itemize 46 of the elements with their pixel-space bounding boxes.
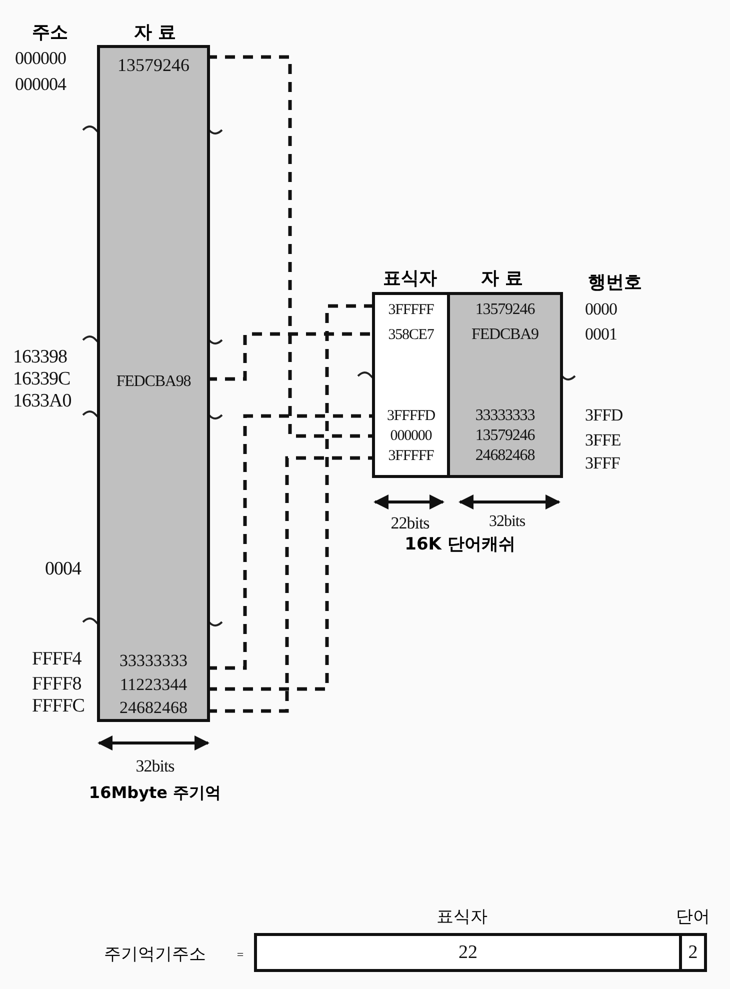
text-label: 163398 [13,348,67,368]
text-label: 32bits [488,513,526,531]
data-word: 13579246 [450,426,560,446]
field-value: 22 [458,942,478,964]
text-label: 16339C [13,370,70,390]
text-label: 행번호 [588,273,642,293]
text-label: 22bits [390,514,430,534]
text-label: 주기억기주소 [104,946,206,964]
dashed-connector [207,332,372,381]
column-heading: 표식자 [383,269,437,289]
data-word: 3FFFFF [375,300,447,320]
column-heading: 자 료 [134,23,176,43]
text-label: 000000 [15,49,66,69]
text-label: 000004 [15,75,66,95]
data-word: 13579246 [450,300,560,320]
text-label: FFFF8 [32,674,82,696]
data-word: 24682468 [450,446,560,466]
text-label: 32bits [136,758,174,776]
data-word: 3FFFFD [375,406,447,426]
text-label: 3FFE [585,432,621,450]
text-label: 16K 단어캐쉬 [404,536,516,554]
text-label: 주소 [32,23,68,43]
text-label: 3FFF [585,454,620,474]
data-word: 13579246 [100,52,207,78]
text-label: 16Mbyte 주기억 [88,784,222,802]
column-heading: 자 료 [480,269,524,289]
column-heading: 표식자 [436,908,488,927]
data-word: FEDCBA98 [100,370,207,394]
text-label: = [236,948,244,962]
text-label: 1633A0 [13,392,72,412]
data-word: 11223344 [100,673,207,696]
data-word: 33333333 [100,649,207,672]
data-word: 000000 [375,426,447,446]
data-word: FEDCBA9 [450,325,560,345]
text-label: 0001 [585,326,617,344]
text-label: FFFF4 [32,650,82,670]
text-label: 0004 [45,560,81,580]
data-word: 358CE7 [375,325,447,345]
field-value: 2 [688,942,698,964]
text-label: FFFFC [32,696,84,718]
data-word: 3FFFFF [375,446,447,466]
data-word: 24682468 [100,697,207,719]
column-heading: 단어 [676,908,710,927]
text-label: 3FFD [585,406,623,426]
data-word: 33333333 [450,406,560,426]
text-label: 0000 [585,300,617,320]
